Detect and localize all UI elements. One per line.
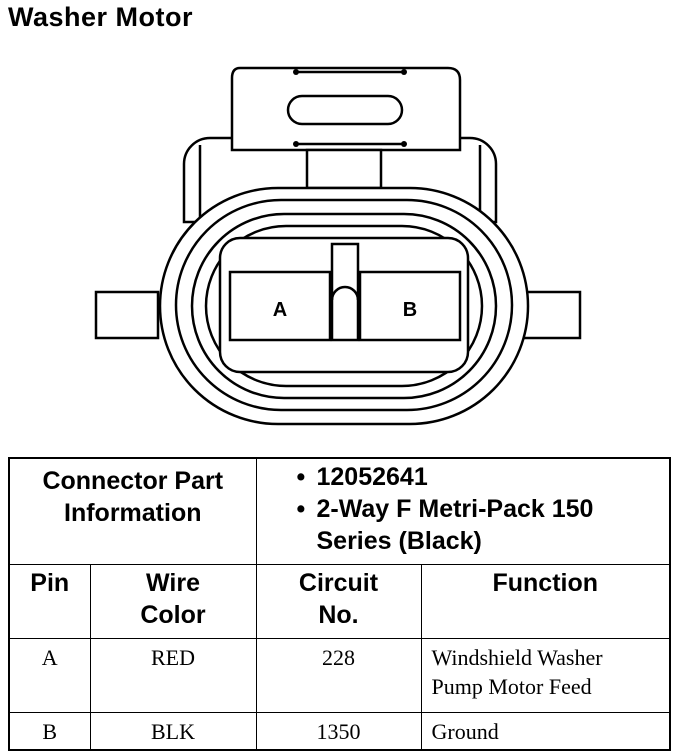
table-row: A RED 228 Windshield Washer Pump Motor F… xyxy=(8,637,671,713)
part-info-label: Connector Part Information xyxy=(8,457,257,565)
cavity-b xyxy=(358,270,462,342)
wire-color-cell: RED xyxy=(89,637,257,713)
bullet: • xyxy=(296,463,306,491)
pin-label-a: A xyxy=(273,299,287,321)
pin-cell: B xyxy=(8,711,91,751)
circuit-cell: 228 xyxy=(255,637,422,713)
part-info-row: Connector Part Information • 12052641 • … xyxy=(8,457,671,565)
circuit-cell: 1350 xyxy=(255,711,422,751)
connector-drawing: A B xyxy=(94,66,582,426)
function-cell: Ground xyxy=(420,711,671,751)
part-description: 2-Way F Metri-Pack 150 Series (Black) xyxy=(316,495,594,555)
wire-color-cell: BLK xyxy=(89,711,257,751)
left-mount-tab xyxy=(94,290,160,340)
bullet: • xyxy=(296,495,306,523)
pin-cell: A xyxy=(8,637,91,713)
function-cell: Windshield Washer Pump Motor Feed xyxy=(420,637,671,713)
column-header-row: Pin Wire Color Circuit No. Function xyxy=(8,563,671,639)
table-row: B BLK 1350 Ground xyxy=(8,711,671,751)
connector-info-table: Connector Part Information • 12052641 • … xyxy=(8,457,671,751)
col-header-wire-color: Wire Color xyxy=(89,563,257,639)
col-header-function: Function xyxy=(420,563,671,639)
part-info-value: • 12052641 • 2-Way F Metri-Pack 150 Seri… xyxy=(255,457,671,565)
latch-stem xyxy=(305,148,383,190)
cavity-a xyxy=(228,270,332,342)
latch-slot xyxy=(286,94,404,126)
key-rib xyxy=(330,242,360,342)
col-header-pin: Pin xyxy=(8,563,91,639)
part-number: 12052641 xyxy=(316,463,428,491)
diagram-title: Washer Motor xyxy=(8,2,194,32)
col-header-circuit: Circuit No. xyxy=(255,563,422,639)
pin-label-b: B xyxy=(403,299,417,321)
